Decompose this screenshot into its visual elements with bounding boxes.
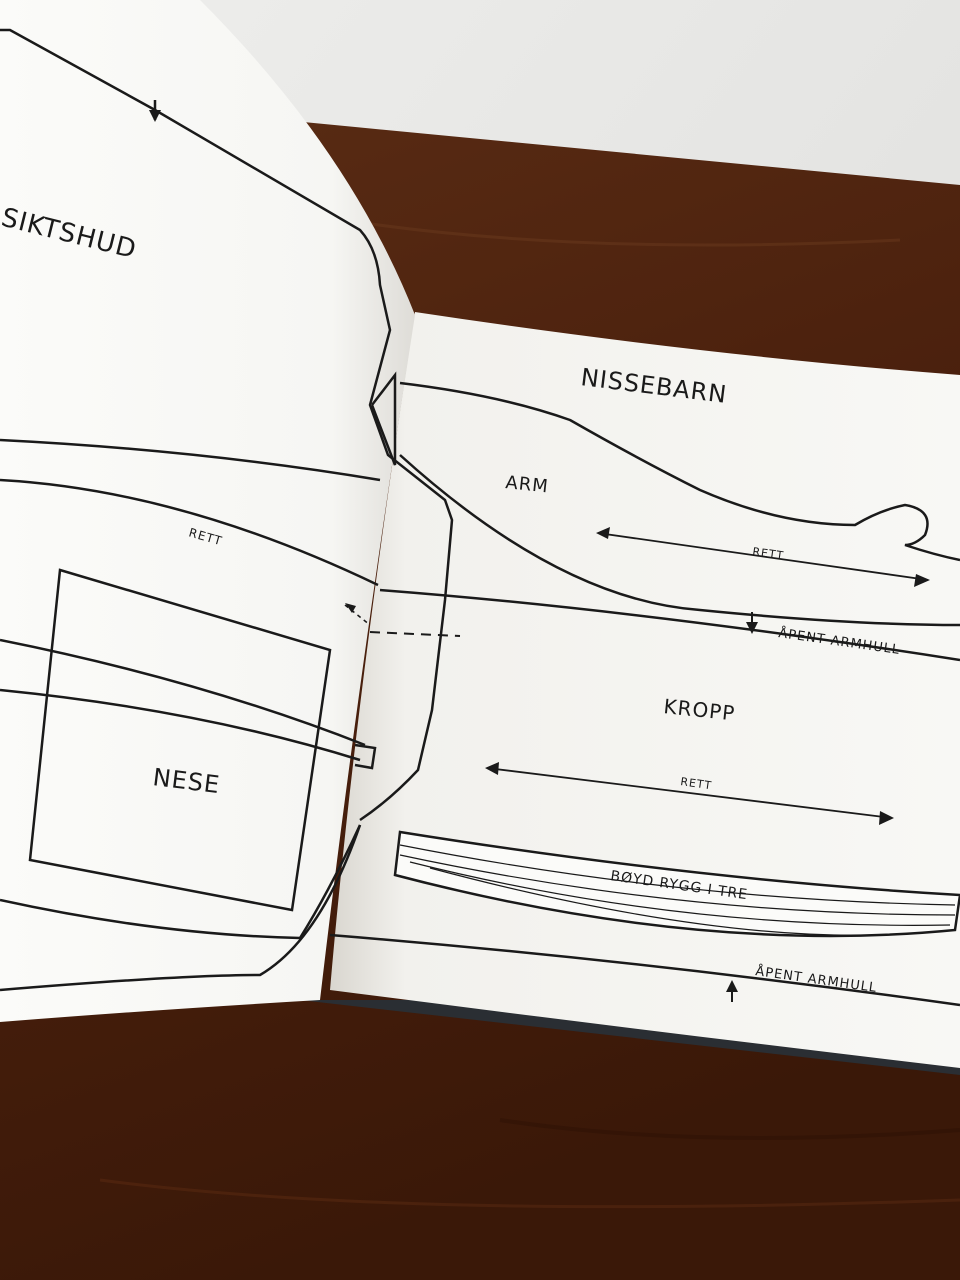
right-page [330,312,960,1068]
child-pattern [329,381,960,1007]
arm-label: ARM [504,472,549,497]
body-grain-label: RETT [680,775,713,792]
left-page [0,0,415,1022]
arm-grain-label: RETT [752,545,785,562]
face-skin-pattern [0,28,454,992]
wood-back-strip [393,830,960,938]
nose-pattern [28,568,332,912]
arm-pattern [399,381,960,562]
body-pattern [329,933,960,1007]
